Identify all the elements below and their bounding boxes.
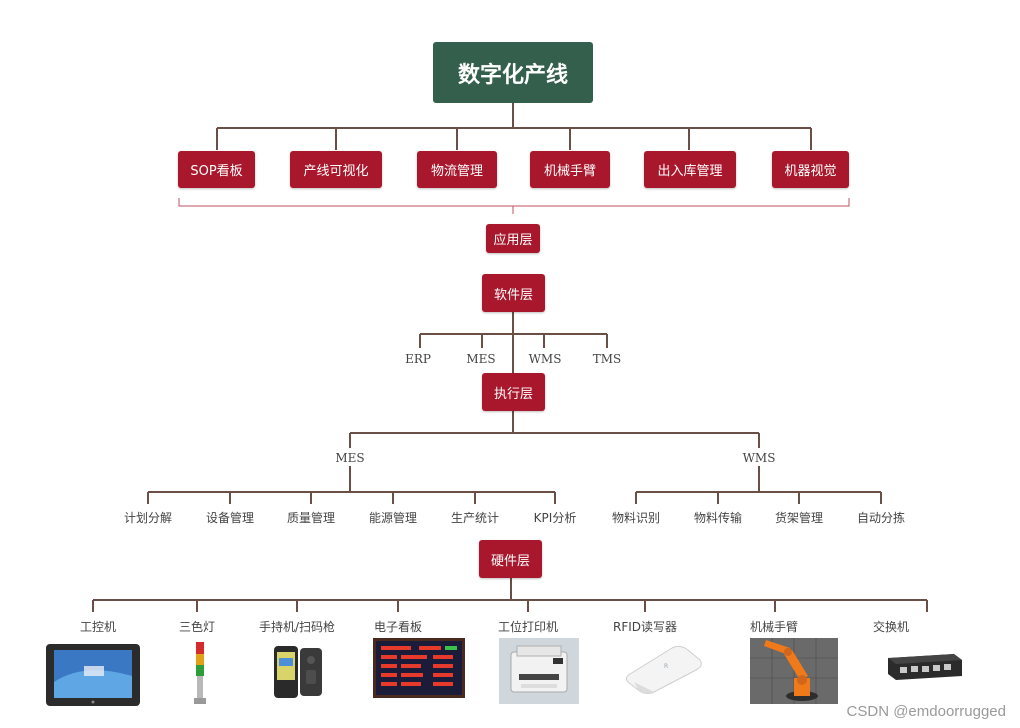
root-title: 数字化产线: [457, 62, 568, 88]
wms-item: 物料传输: [693, 511, 743, 525]
app-node-logistics: 物流管理: [417, 151, 497, 188]
svg-text:R: R: [664, 663, 668, 670]
hardware-label: RFID读写器: [612, 620, 678, 634]
robot-arm-icon: [750, 638, 838, 704]
hardware-label: 工位打印机: [497, 620, 559, 634]
layer-label: 应用层: [493, 233, 533, 248]
hardware-label: 三色灯: [178, 620, 216, 634]
app-node-line-visualization: 产线可视化: [290, 151, 382, 188]
app-node-sop-board: SOP看板: [178, 151, 255, 188]
root-node: 数字化产线: [433, 42, 593, 103]
layer-label: 执行层: [493, 386, 533, 402]
hardware-label: 工控机: [79, 620, 117, 634]
software-item-erp: ERP: [405, 352, 431, 366]
app-node-label: 机械手臂: [543, 164, 596, 179]
layer-label: 软件层: [493, 287, 533, 303]
mes-item: 设备管理: [205, 511, 255, 525]
mes-item: 生产统计: [450, 511, 500, 525]
mes-item: 计划分解: [123, 511, 173, 525]
signal-tower-light-icon: [194, 642, 206, 704]
watermark: CSDN @emdoorrugged: [846, 703, 1006, 720]
layer-execution: 执行层: [482, 373, 545, 411]
layer-label: 硬件层: [490, 553, 530, 569]
mes-item: 能源管理: [368, 511, 418, 525]
execution-wms-label: WMS: [742, 451, 776, 465]
printer-icon: [499, 638, 579, 704]
hardware-label: 手持机/扫码枪: [258, 620, 336, 634]
layer-software: 软件层: [482, 274, 545, 312]
wms-item: 物料识别: [611, 511, 661, 525]
layer-hardware: 硬件层: [479, 540, 542, 578]
app-node-machine-vision: 机器视觉: [772, 151, 849, 188]
app-node-label: 出入库管理: [657, 164, 723, 179]
app-node-robot-arm: 机械手臂: [530, 151, 610, 188]
software-item-tms: TMS: [592, 352, 622, 366]
app-node-label: SOP看板: [190, 164, 243, 179]
app-node-label: 机器视觉: [784, 164, 837, 179]
app-node-label: 物流管理: [430, 164, 483, 179]
software-item-wms: WMS: [528, 352, 562, 366]
electronic-board-icon: [373, 638, 465, 698]
app-node-warehouse: 出入库管理: [644, 151, 736, 188]
network-switch-icon: [888, 654, 962, 680]
handheld-scanner-icon: [274, 646, 322, 698]
software-item-mes: MES: [466, 352, 496, 366]
wms-item: 自动分拣: [856, 511, 906, 525]
layer-application: 应用层: [486, 224, 540, 253]
hardware-label: 电子看板: [373, 620, 423, 634]
wms-item: 货架管理: [774, 511, 824, 525]
mes-item: 质量管理: [286, 511, 336, 525]
hardware-label: 交换机: [872, 620, 910, 634]
execution-mes-label: MES: [335, 451, 365, 465]
hardware-label: 机械手臂: [749, 620, 799, 634]
app-node-label: 产线可视化: [303, 164, 369, 179]
industrial-pc-icon: [46, 644, 140, 706]
mes-item: KPI分析: [533, 511, 577, 525]
rfid-reader-icon: R: [625, 645, 702, 694]
